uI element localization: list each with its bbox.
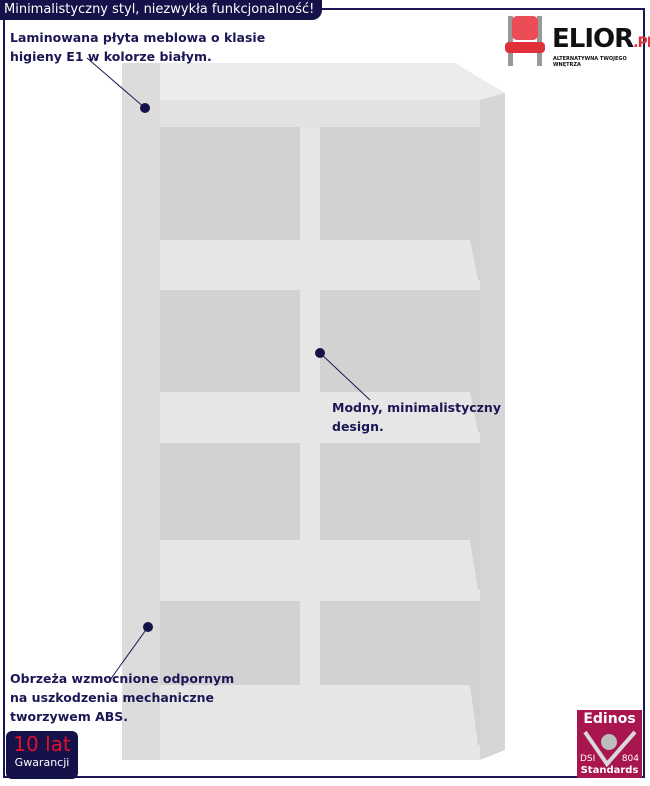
cert-right: 804 — [621, 754, 639, 764]
page-title: Minimalistyczny styl, niezwykła funkcjon… — [0, 0, 323, 20]
cert-brand: Edinos — [583, 711, 636, 727]
chair-icon — [505, 16, 545, 66]
note-edges: Obrzeża wzmocnione odpornym na uszkodzen… — [10, 669, 234, 726]
note-design: Modny, minimalistyczny design. — [332, 398, 501, 436]
elior-logo: ELIOR.PL ALTERNATYWNA TWOJEGO WNĘTRZA — [500, 12, 650, 72]
logo-text: ELIOR.PL — [552, 24, 650, 54]
note-material: Laminowana płyta meblowa o klasie higien… — [10, 28, 265, 66]
callout-lines — [86, 57, 371, 681]
warranty-label: Gwarancji — [14, 756, 70, 769]
note-line: design. — [332, 419, 384, 434]
note-line: higieny E1 w kolorze białym. — [10, 49, 212, 64]
cert-label: Standards — [580, 765, 639, 776]
frame-border — [3, 8, 645, 778]
note-line: Obrzeża wzmocnione odpornym — [10, 671, 235, 686]
warranty-badge: 10 lat Gwarancji — [6, 731, 78, 779]
note-line: tworzywem ABS. — [10, 709, 129, 724]
note-line: Modny, minimalistyczny — [332, 400, 501, 415]
note-line: Laminowana płyta meblowa o klasie — [10, 30, 266, 45]
logo-tagline: ALTERNATYWNA TWOJEGO WNĘTRZA — [553, 56, 627, 68]
callout-dots — [140, 103, 325, 632]
cert-left: DSI — [580, 754, 596, 764]
note-line: na uszkodzenia mechaniczne — [10, 690, 215, 705]
edinos-certificate-badge: Edinos DSI 804 Standards — [577, 710, 642, 778]
check-v-icon — [583, 730, 637, 768]
warranty-years: 10 lat — [13, 732, 71, 756]
